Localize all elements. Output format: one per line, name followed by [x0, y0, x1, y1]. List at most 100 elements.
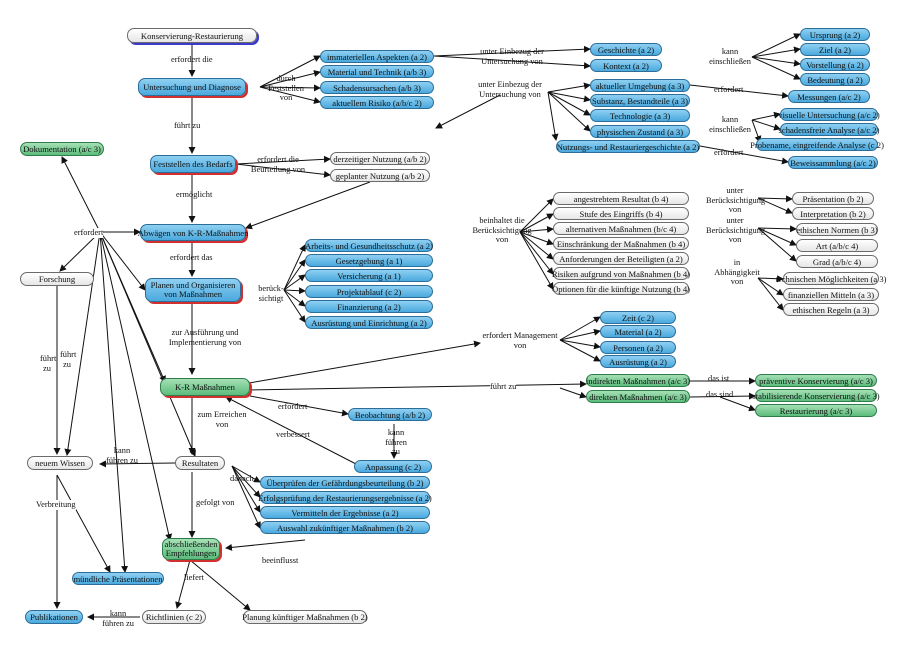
node-visuelle: visuelle Untersuchung (a/c 2): [778, 108, 880, 121]
label-erfordert-b: erfordert: [714, 148, 744, 157]
node-gesetzgebung: Gesetzgebung (a 1): [305, 254, 433, 267]
label-beruecksichtigt: berück-sichtigt: [258, 284, 284, 303]
node-alternative: alternativen Maßnahmen (b/c 4): [553, 222, 689, 235]
node-ethische-regeln: ethischen Regeln (a 3): [783, 303, 879, 316]
node-risiko: aktuellem Risiko (a/b/c 2): [320, 96, 434, 109]
label-verbessert: verbessert: [276, 430, 310, 439]
node-substanz: Substanz, Bestandteile (a 3): [590, 94, 690, 107]
node-techn-moeglichkeiten: technischen Möglichkeiten (a 3): [775, 272, 887, 285]
node-schadensursachen: Schadensursachen (a/b 3): [320, 81, 434, 94]
node-bedeutung: Bedeutung (a 2): [800, 73, 870, 86]
node-grad: Grad (a/b/c 4): [796, 255, 878, 268]
node-restaurierung: Restaurierung (a/c 3): [755, 404, 877, 417]
node-derzeitige: derzeitiger Nutzung (a/b 2): [330, 152, 430, 165]
label-fuehrt-zu-left: führt zu: [60, 350, 77, 369]
label-unter-einbezug-2: unter Einbezug der Untersuchung von: [478, 80, 542, 99]
node-richtlinien: Richtlinien (c 2): [142, 610, 206, 624]
node-schadensfreie: schadensfreie Analyse (a/c 2): [778, 123, 880, 136]
node-finanz-mitteln: finanziellen Mitteln (a 3): [783, 288, 879, 301]
label-durch-feststellen: durch Feststellen von: [268, 74, 304, 103]
label-beinhaltet: beinhaltet die Berücksichtigung von: [472, 216, 532, 245]
node-publikationen: Publikationen: [25, 610, 83, 624]
node-projektablauf: Projektablauf (c 2): [305, 285, 433, 298]
label-erfordert-die: erfordert die: [171, 55, 213, 64]
node-stufe: Stufe des Eingriffs (b 4): [553, 207, 689, 220]
label-unter-einbezug-1: unter Einbezug der Untersuchung von: [480, 47, 544, 66]
node-muendliche: mündliche Präsentationen: [72, 572, 164, 585]
label-kann-fuehren-3: kann führen zu: [102, 609, 134, 628]
label-gefolgt-von: gefolgt von: [196, 498, 235, 507]
node-planen: Planen und Organisieren von Maßnahmen: [145, 278, 241, 302]
label-zur-ausfuehrung: zur Ausführung und Implementierung von: [168, 328, 242, 347]
node-phys-zustand: physischen Zustand (a 3): [590, 125, 690, 138]
node-umgebung: aktueller Umgebung (a 3): [590, 79, 690, 92]
node-versicherung: Versicherung (a 1): [305, 269, 433, 282]
label-das-ist: das ist: [708, 374, 730, 383]
node-planung-kuenftig: Planung künftiger Maßnahmen (b 2): [242, 610, 368, 624]
label-erfordert-left: erfordert: [74, 228, 104, 238]
node-nutzungsgeschichte: Nutzungs- und Restauriergeschichte (a 2): [556, 140, 700, 153]
node-geschichte: Geschichte (a 2): [590, 43, 662, 56]
node-praesentation-b2: Präsentation (b 2): [792, 192, 874, 205]
node-forschung: Forschung: [20, 272, 94, 286]
node-vorstellung: Vorstellung (a 2): [800, 58, 870, 71]
label-erfordert-beob: erfordert: [278, 402, 308, 411]
node-kontext: Kontext (a 2): [590, 59, 662, 72]
label-fuehrt-zu-1: führt zu: [174, 121, 201, 130]
node-ziel: Ziel (a 2): [800, 43, 870, 56]
node-ausruestung-einrichtung: Ausrüstung und Einrichtung (a 2): [305, 316, 433, 329]
node-arbeitsschutz: Arbeits- und Gesundheitsschutz (a 2): [305, 239, 433, 252]
node-ethische-normen: ethischen Normen (b 3): [796, 223, 878, 236]
label-kann-fuehren-2: kann führen zu: [106, 446, 138, 465]
label-das-sind: das sind: [706, 390, 734, 399]
node-konservierung: Konservierung-Restaurierung: [127, 28, 257, 43]
label-danach: danach: [230, 474, 254, 483]
node-resultaten: Resultaten: [175, 456, 225, 470]
node-probename: Probename, eingreifende Analyse (c 2): [750, 138, 884, 151]
node-finanzierung: Finanzierung (a 2): [305, 300, 433, 313]
node-geplante: geplanter Nutzung (a/b 2): [330, 169, 430, 182]
node-dokumentation: Dokumentation (a/c 3): [20, 142, 104, 156]
label-ermoeglicht: ermöglicht: [176, 190, 213, 199]
label-erfordert-management: erfordert Management von: [482, 331, 558, 350]
node-angestrebtem: angestrebtem Resultat (b 4): [553, 192, 689, 205]
node-neues-wissen: neuem Wissen: [27, 456, 93, 470]
node-messungen: Messungen (a/c 2): [788, 90, 870, 103]
label-unter-beruecksichtigung-1: unter Berücksichtigung von: [706, 186, 766, 215]
node-technologie: Technologie (a 3): [590, 109, 690, 122]
node-praeventive: präventive Konservierung (a/c 3): [755, 374, 877, 387]
node-erfolgspruefung: Erfolgsprüfung der Restaurierungsergebni…: [258, 491, 432, 504]
label-zum-erreichen: zum Erreichen von: [197, 410, 247, 429]
node-auswahl: Auswahl zukünftiger Maßnahmen (b 2): [260, 521, 430, 534]
node-risiken-massnahmen: Risiken aufgrund von Maßnahmen (b 4): [551, 267, 691, 280]
label-fuehrt-zu-3: führt zu: [490, 382, 517, 392]
node-material: Material (a 2): [600, 325, 676, 338]
node-personen: Personen (a 2): [600, 341, 676, 354]
node-einschraenkung: Einschränkung der Maßnahmen (b 4): [553, 237, 689, 250]
node-stabilisierende: stabilisierende Konservierung (a/c 3): [752, 389, 880, 402]
label-kann-einschliessen-1: kann einschließen: [709, 47, 751, 66]
node-beobachtung: Beobachtung (a/b 2): [348, 408, 432, 421]
node-material-technik: Material und Technik (a/b 3): [320, 65, 434, 78]
node-feststellen-bedarfs: Feststellen des Bedarfs: [150, 155, 236, 173]
node-indirekte: indirekten Maßnahmen (a/c 3): [585, 374, 691, 387]
label-kann-fuehren-1: kann führen zu: [385, 428, 407, 457]
node-direkte: direkten Maßnahmen (a/c 3): [586, 390, 690, 403]
label-in-abhaengigkeit: in Abhängigkeit von: [714, 258, 760, 287]
node-beweissammlung: Beweissammlung (a/c 2): [788, 156, 878, 169]
label-verbreitung: Verbreitung: [36, 500, 76, 510]
label-erfordert-beurteilung: erfordert die Beurteilung von: [250, 155, 306, 174]
label-erfordert-a: erfordert: [714, 85, 744, 94]
node-kr-massnahmen: K-R Maßnahmen: [160, 378, 250, 396]
node-anforderungen: Anforderungen der Beteiligten (a 2): [553, 252, 689, 265]
node-vermitteln: Vermitteln der Ergebnisse (a 2): [260, 506, 430, 519]
node-abwaegen: Abwägen von K-R-Maßnahmen: [138, 224, 248, 241]
label-unter-beruecksichtigung-2: unter Berücksichtigung von: [706, 216, 766, 245]
node-ausruestung: Ausrüstung (a 2): [600, 355, 676, 368]
node-zeit: Zeit (c 2): [600, 311, 676, 324]
label-erfordert-das: erfordert das: [170, 253, 213, 262]
node-immateriell: immateriellen Aspekten (a 2): [320, 50, 434, 63]
label-beeinflusst: beeinflusst: [262, 556, 299, 565]
